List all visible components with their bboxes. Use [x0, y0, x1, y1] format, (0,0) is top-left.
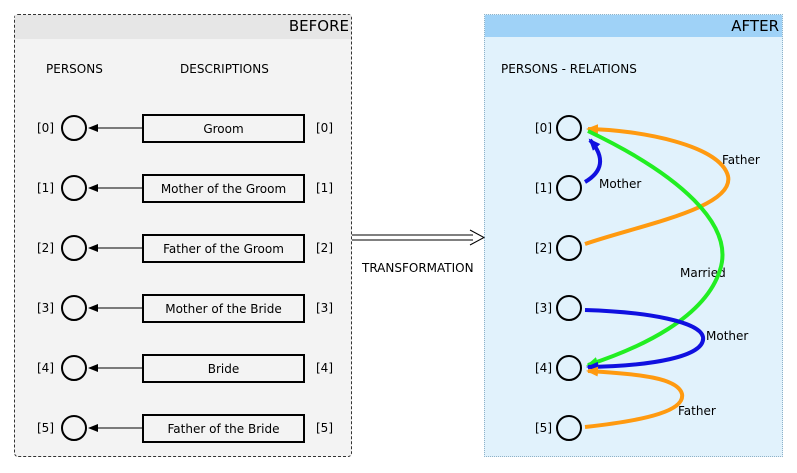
- before-person-index: [2]: [37, 241, 54, 255]
- relation-label: Father: [678, 404, 716, 418]
- descriptions-header: DESCRIPTIONS: [180, 62, 269, 76]
- relation-edge-father-2-0: [584, 124, 731, 246]
- before-person-index: [1]: [37, 181, 54, 195]
- description-label: Father of the Groom: [163, 241, 284, 256]
- person-node: [61, 295, 87, 321]
- person-node: [556, 235, 582, 261]
- after-person-index: [0]: [535, 121, 552, 135]
- description-index: [1]: [316, 181, 333, 195]
- person-node: [61, 415, 87, 441]
- before-title-bar: [15, 15, 351, 39]
- after-person-index: [3]: [535, 301, 552, 315]
- relation-edge-father-5-4: [584, 366, 685, 429]
- description-box: Mother of the Groom: [142, 174, 305, 203]
- description-box: Groom: [142, 114, 305, 143]
- description-label: Groom: [203, 121, 244, 136]
- description-box: Father of the Bride: [142, 414, 305, 443]
- description-box: Father of the Groom: [142, 234, 305, 263]
- description-box: Bride: [142, 354, 305, 383]
- description-index: [5]: [316, 421, 333, 435]
- after-title: AFTER: [731, 17, 779, 35]
- person-node: [61, 355, 87, 381]
- description-label: Father of the Bride: [167, 421, 280, 436]
- after-panel: [484, 14, 783, 457]
- person-node: [556, 415, 582, 441]
- relation-edge-mother-3-4: [584, 308, 705, 372]
- after-person-index: [4]: [535, 361, 552, 375]
- person-node: [556, 175, 582, 201]
- description-label: Bride: [207, 361, 240, 376]
- before-person-index: [4]: [37, 361, 54, 375]
- person-node: [61, 235, 87, 261]
- transformation-label: TRANSFORMATION: [362, 261, 474, 275]
- description-index: [2]: [316, 241, 333, 255]
- relation-edge-married-0-4: [586, 129, 725, 367]
- relation-label: Mother: [706, 329, 749, 343]
- before-person-index: [5]: [37, 421, 54, 435]
- after-person-index: [1]: [535, 181, 552, 195]
- description-index: [4]: [316, 361, 333, 375]
- relation-label: Mother: [599, 177, 642, 191]
- relations-header: PERSONS - RELATIONS: [501, 62, 637, 76]
- person-node: [556, 115, 582, 141]
- description-label: Mother of the Bride: [165, 301, 282, 316]
- before-person-index: [0]: [37, 121, 54, 135]
- after-title-bar: [485, 15, 782, 37]
- description-label: Mother of the Groom: [160, 181, 287, 196]
- person-node: [556, 295, 582, 321]
- description-index: [3]: [316, 301, 333, 315]
- person-node: [61, 115, 87, 141]
- transformation-arrow: [352, 229, 486, 246]
- after-person-index: [2]: [535, 241, 552, 255]
- persons-header: PERSONS: [46, 62, 103, 76]
- person-node: [61, 175, 87, 201]
- description-index: [0]: [316, 121, 333, 135]
- after-person-index: [5]: [535, 421, 552, 435]
- relation-label: Father: [722, 153, 760, 167]
- before-title: BEFORE: [288, 17, 349, 35]
- before-person-index: [3]: [37, 301, 54, 315]
- relation-edge-mother-1-0: [583, 138, 602, 184]
- description-box: Mother of the Bride: [142, 294, 305, 323]
- relation-label: Married: [680, 266, 726, 280]
- person-node: [556, 355, 582, 381]
